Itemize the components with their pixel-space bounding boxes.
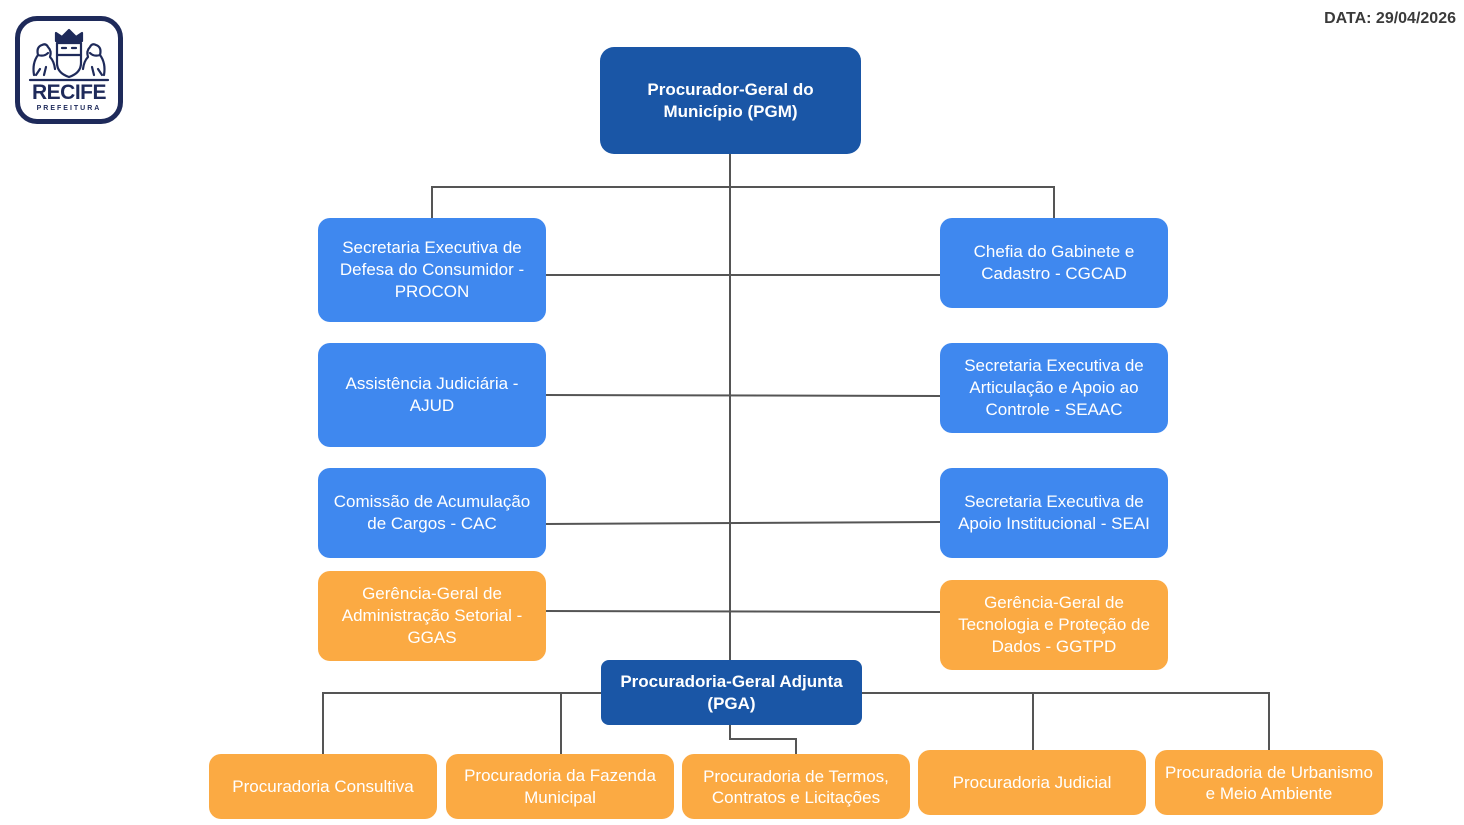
node-cgcad-label: Chefia do Gabinete e Cadastro - CGCAD [973, 242, 1135, 283]
node-ggtpd-label: Gerência-Geral de Tecnologia e Proteção … [958, 593, 1150, 656]
node-ggtpd: Gerência-Geral de Tecnologia e Proteção … [940, 580, 1168, 670]
node-pgm-label: Procurador-Geral do Município (PGM) [647, 79, 814, 121]
connector-pga-termos [729, 724, 797, 754]
node-judicial: Procuradoria Judicial [918, 750, 1146, 815]
node-procon: Secretaria Executiva de Defesa do Consum… [318, 218, 546, 322]
node-termos-label: Procuradoria de Termos, Contratos e Lici… [703, 766, 889, 807]
document-date: DATA: 29/04/2026 [1324, 10, 1456, 27]
connector-row-ggas-ggtpd [544, 610, 941, 613]
node-consultiva-label: Procuradoria Consultiva [232, 776, 414, 796]
connector-top-branch [431, 186, 1055, 219]
node-termos: Procuradoria de Termos, Contratos e Lici… [682, 754, 910, 819]
node-ggas-label: Gerência-Geral de Administração Setorial… [341, 584, 523, 647]
node-cgcad: Chefia do Gabinete e Cadastro - CGCAD [940, 218, 1168, 308]
node-ajud: Assistência Judiciária - AJUD [318, 343, 546, 447]
node-fazenda: Procuradoria da Fazenda Municipal [446, 754, 674, 819]
connector-pga-fazenda [560, 692, 601, 754]
node-urbanismo-label: Procuradoria de Urbanismo e Meio Ambient… [1165, 762, 1373, 803]
coat-of-arms-icon [28, 28, 110, 82]
logo-wordmark: RECIFE [31, 81, 107, 104]
connector-row-cac-seai [544, 521, 941, 525]
node-cac-label: Comissão de Acumulação de Cargos - CAC [333, 492, 531, 533]
node-cac: Comissão de Acumulação de Cargos - CAC [318, 468, 546, 558]
connector-pga-right [862, 692, 1270, 750]
node-pgm: Procurador-Geral do Município (PGM) [600, 47, 861, 154]
node-pga-label: Procuradoria-Geral Adjunta (PGA) [620, 671, 843, 713]
node-seai: Secretaria Executiva de Apoio Institucio… [940, 468, 1168, 558]
node-judicial-label: Procuradoria Judicial [952, 772, 1112, 792]
recife-logo: RECIFE PREFEITURA [15, 16, 123, 124]
node-pga: Procuradoria-Geral Adjunta (PGA) [601, 660, 862, 725]
node-seai-label: Secretaria Executiva de Apoio Institucio… [958, 492, 1150, 533]
connector-pga-left [322, 692, 601, 754]
logo-subtitle: PREFEITURA [36, 105, 102, 112]
node-procon-label: Secretaria Executiva de Defesa do Consum… [339, 238, 525, 301]
node-ajud-label: Assistência Judiciária - AJUD [345, 374, 519, 415]
node-seaac: Secretaria Executiva de Articulação e Ap… [940, 343, 1168, 433]
node-seaac-label: Secretaria Executiva de Articulação e Ap… [964, 356, 1144, 419]
node-ggas: Gerência-Geral de Administração Setorial… [318, 571, 546, 661]
node-urbanismo: Procuradoria de Urbanismo e Meio Ambient… [1155, 750, 1383, 815]
connector-row-ajud-seaac [544, 394, 941, 397]
node-consultiva: Procuradoria Consultiva [209, 754, 437, 819]
node-fazenda-label: Procuradoria da Fazenda Municipal [464, 765, 656, 807]
